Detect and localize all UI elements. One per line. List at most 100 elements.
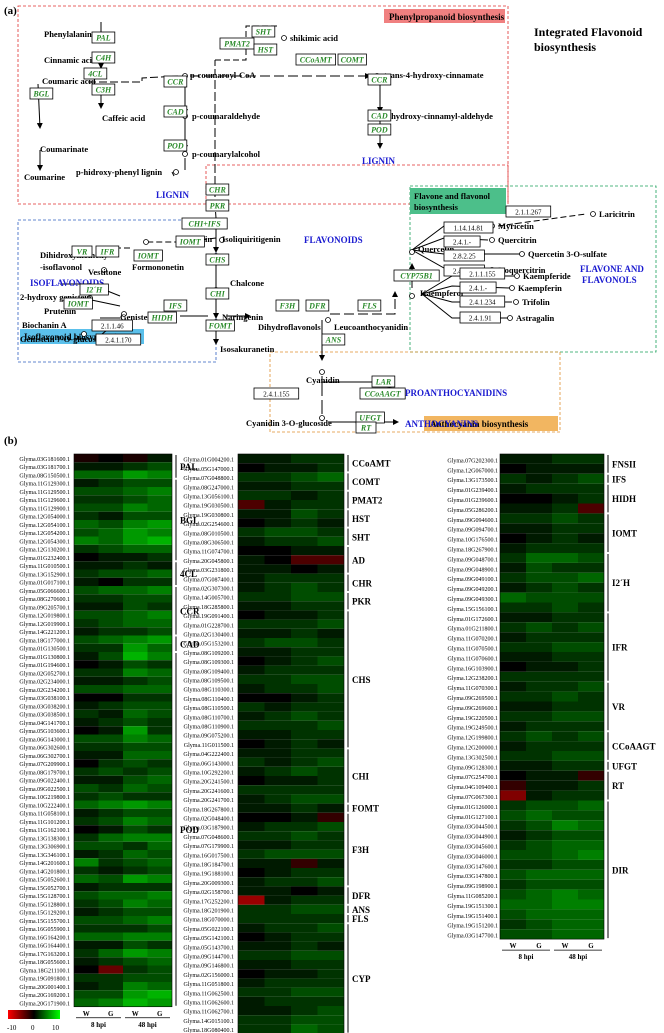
heatmap-cell <box>238 868 265 878</box>
heatmap-cell <box>578 592 604 603</box>
heatmap-cell <box>578 711 604 722</box>
group-label: PMAT2 <box>352 496 383 506</box>
heatmap-cell <box>526 523 552 534</box>
heatmap-cell <box>123 454 148 463</box>
heatmap-cell <box>147 635 172 644</box>
metabolite-astragalin: Astragalin <box>516 313 555 323</box>
heatmap-cell <box>264 693 291 703</box>
heatmap-cell <box>74 528 99 537</box>
gene-label: Glyma.19G151300.1 <box>447 904 498 910</box>
metabolite-isoliquiritigenin: Isoliquiritigenin <box>222 234 281 244</box>
svg-text:2.4.1.91: 2.4.1.91 <box>469 315 492 323</box>
heatmap-cell <box>317 481 344 491</box>
heatmap-cell <box>123 619 148 628</box>
gene-label: Glyma.08G179700.1 <box>19 770 70 776</box>
heatmap-cell <box>74 627 99 636</box>
heatmap-cell <box>500 909 526 920</box>
axis-48hpi: 48 hpi <box>569 953 588 961</box>
heatmap-cell <box>552 493 578 504</box>
heatmap-cell <box>552 820 578 831</box>
gene-label: Glyma.01G004200.1 <box>183 458 234 464</box>
heatmap-cell <box>317 904 344 914</box>
heatmap-cell <box>74 973 99 982</box>
axis-8hpi: 8 hpi <box>91 1021 106 1029</box>
heatmap-cell <box>317 950 344 960</box>
heatmap-cell <box>578 553 604 563</box>
heatmap-cell <box>317 895 344 905</box>
heatmap-cell <box>123 891 148 900</box>
ec-box-ec6: 2.8.2.25 <box>443 249 485 262</box>
svg-text:RT: RT <box>360 424 372 433</box>
svg-text:FLS: FLS <box>361 302 377 311</box>
heatmap-cell <box>500 770 526 781</box>
heatmap-cell <box>526 632 552 643</box>
heatmap-cell <box>578 483 604 494</box>
heatmap-cell <box>147 982 172 991</box>
axis-8hpi: 8 hpi <box>519 953 534 961</box>
gene-label: Glyma.03G147800.1 <box>447 874 498 880</box>
heatmap-cell <box>98 899 123 908</box>
heatmap-cell <box>74 701 99 710</box>
heatmap-cell <box>526 850 552 860</box>
heatmap-cell <box>264 536 291 546</box>
svg-text:CCoAAGT: CCoAAGT <box>365 390 402 399</box>
heatmap-cell <box>317 923 344 933</box>
svg-text:CHI: CHI <box>210 290 226 299</box>
heatmap-cell <box>500 523 526 534</box>
heatmap-cell <box>147 511 172 520</box>
metabolite-p-coumaroyl-coa: p-coumaroyl-CoA <box>190 70 256 80</box>
svg-text:2.8.2.25: 2.8.2.25 <box>453 253 476 261</box>
heatmap-cell <box>238 665 265 675</box>
heatmap-cell <box>578 721 604 732</box>
heatmap-cell <box>74 676 99 685</box>
heatmap-cell <box>291 509 318 519</box>
gene-label: Glyma.05G147000.1 <box>183 467 234 473</box>
heatmap-cell <box>264 987 291 997</box>
gene-label: Glyma.07G048800.1 <box>183 476 234 482</box>
ec-box-ec2: 2.4.1.170 <box>95 333 142 346</box>
heatmap-cell <box>238 812 265 822</box>
heatmap-cell <box>123 544 148 553</box>
heatmap-cell <box>552 790 578 801</box>
svg-text:C4H: C4H <box>96 54 112 63</box>
heatmap-cell <box>123 982 148 991</box>
metabolite-genistein-glucoside: Genistein 7-O-glucoside <box>20 334 107 344</box>
heatmap-cell <box>317 766 344 776</box>
enzyme-chs: CHS <box>205 253 230 266</box>
gene-label: Glyma.01G232400.1 <box>19 556 70 562</box>
group-label: FNSII <box>612 459 637 469</box>
heatmap-cell <box>147 487 172 496</box>
heatmap-cell <box>264 730 291 740</box>
gene-label: Glyma.11G101200.1 <box>20 820 70 826</box>
heatmap-cell <box>578 859 604 870</box>
gene-label: Glyma.12G054200.1 <box>19 531 70 537</box>
heatmap-cell <box>526 681 552 692</box>
heatmap-cell <box>552 622 578 633</box>
heatmap-cell <box>238 748 265 758</box>
heatmap-cell <box>238 803 265 813</box>
heatmap-cell <box>552 919 578 930</box>
heatmap-cell <box>147 924 172 933</box>
metabolite-cinnamic-acid: Cinnamic acid <box>44 55 97 65</box>
heatmap-cell <box>500 533 526 544</box>
heatmap-cell <box>98 685 123 694</box>
heatmap-cell <box>317 693 344 703</box>
gene-label: Glyma.03G147700.1 <box>447 934 498 940</box>
heatmap-cell <box>123 742 148 751</box>
gene-label: Glyma.10G219800.1 <box>19 795 70 801</box>
heatmap-cell <box>317 803 344 813</box>
gene-label: Glyma.15G129200.1 <box>19 911 70 917</box>
group-label: CHI <box>352 772 370 782</box>
heatmap-cell <box>238 776 265 786</box>
gene-label: Glyma.19G151200.1 <box>447 924 498 930</box>
heatmap-cell <box>264 978 291 988</box>
heatmap-cell <box>238 932 265 942</box>
heatmap-cell <box>238 987 265 997</box>
gene-label: Glyma.20G241600.1 <box>183 789 234 795</box>
gene-label: Glyma.20G241700.1 <box>183 798 234 804</box>
phenylpropanoid-region-label: Phenylpropanoid biosynthesis <box>389 12 505 22</box>
heatmap-cell <box>317 794 344 804</box>
heatmap-cell <box>552 463 578 474</box>
gene-label: Glyma.11G062700.1 <box>184 1010 234 1016</box>
heatmap-cell <box>238 472 265 482</box>
